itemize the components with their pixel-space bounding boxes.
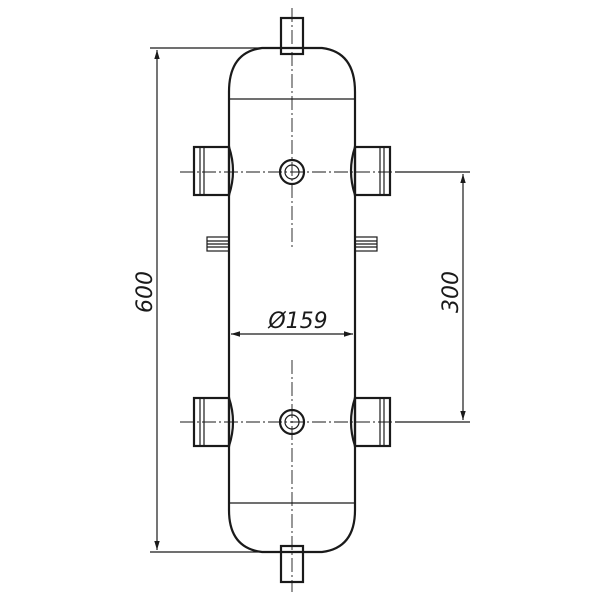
left-upper-nozzle	[192, 145, 235, 197]
spacing-dimension: 300	[395, 171, 470, 423]
left-mid-socket	[206, 236, 230, 252]
diameter-dimension: Ø159	[231, 309, 353, 337]
center-lines	[180, 8, 408, 592]
right-upper-nozzle	[349, 145, 392, 197]
height-dimension: 600	[133, 47, 262, 553]
height-label: 600	[133, 271, 158, 313]
spacing-label: 300	[439, 271, 464, 313]
diameter-label: Ø159	[267, 309, 327, 334]
right-mid-socket	[354, 236, 378, 252]
